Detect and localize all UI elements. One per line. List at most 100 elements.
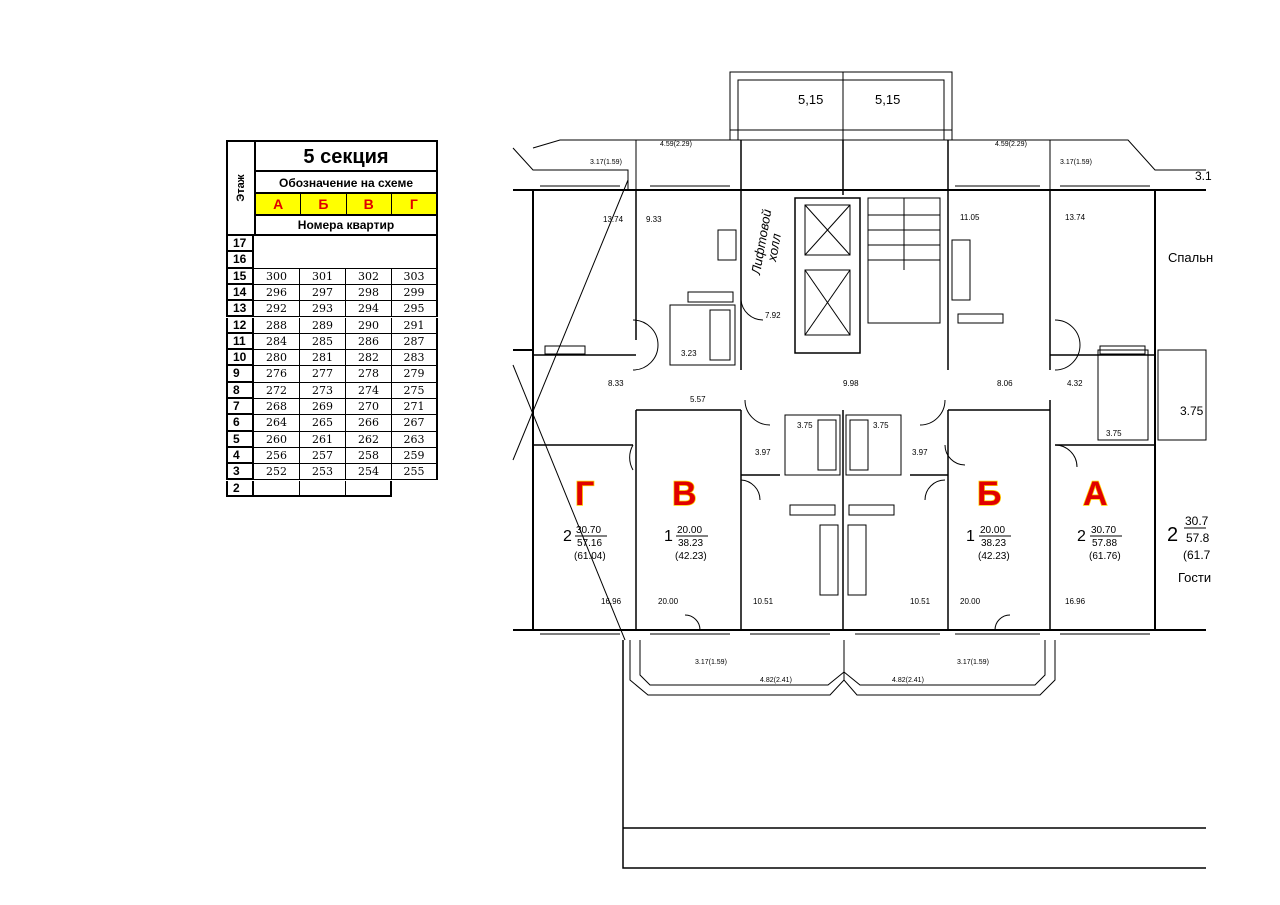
lift-hall-label: холл — [764, 232, 784, 264]
floor-number: 14 — [226, 284, 254, 302]
apt-with-balcony: (61.7 — [1183, 548, 1211, 562]
empty-cell — [254, 252, 438, 269]
bathrooms — [669, 304, 1207, 476]
balcony-area: 5,15 — [875, 92, 900, 107]
apt-living: 30.70 — [576, 525, 601, 536]
corridor-area: 9.98 — [843, 379, 859, 388]
floor-number: 7 — [226, 399, 254, 416]
apt-total: 57.88 — [1092, 538, 1117, 549]
kitchens — [544, 229, 1146, 596]
interior-walls — [533, 140, 1155, 630]
apt-with-balcony: (61.04) — [574, 551, 606, 562]
bath-area: 3.75 — [797, 421, 813, 430]
apt-living: 30.70 — [1091, 525, 1116, 536]
room-area: 13.74 — [1065, 213, 1086, 222]
apartment-number-cell: 256 — [254, 447, 300, 465]
corridor-area: 3.23 — [681, 349, 697, 358]
room-area: 13.74 — [603, 215, 624, 224]
floor-number: 4 — [226, 447, 254, 465]
room-area: 20.00 — [658, 597, 679, 606]
apartment-number-cell: 260 — [254, 431, 300, 448]
apartment-number-cell: 271 — [392, 399, 438, 416]
floor-number: 5 — [226, 431, 254, 448]
apartment-number-cell: 299 — [392, 284, 438, 302]
floor-number: 6 — [226, 415, 254, 432]
apartment-number-cell: 297 — [300, 284, 346, 302]
apartment-letter-v: В — [671, 474, 697, 514]
corridor-area: 3.75 — [1106, 429, 1122, 438]
apartment-letter-g: Г — [574, 474, 595, 514]
apt-with-balcony: (42.23) — [978, 551, 1010, 562]
bottom-balconies — [629, 640, 1056, 696]
apartment-number-cell: 273 — [300, 382, 346, 399]
room-area: 10.51 — [753, 597, 774, 606]
apartment-number-cell: 282 — [346, 350, 392, 367]
apartment-number-cell: 255 — [392, 464, 438, 481]
apartment-number-cell: 267 — [392, 415, 438, 432]
apartment-caption: Номера квартир — [297, 218, 395, 232]
balcony-area: 5,15 — [798, 92, 823, 107]
apartment-letter-a: А — [1082, 474, 1108, 514]
room-area: 10.51 — [910, 597, 931, 606]
apartment-number-cell: 302 — [346, 268, 392, 285]
apartment-number-cell: 291 — [392, 317, 438, 334]
windows — [540, 185, 1150, 635]
table-row: 17 — [226, 236, 438, 253]
apartment-number-cell: 258 — [346, 447, 392, 465]
balcony-area: 3.17(1.59) — [590, 159, 622, 166]
empty-cell — [254, 236, 438, 253]
balcony-area: 4.59(2.29) — [660, 141, 692, 148]
apartment-number-cell: 281 — [300, 350, 346, 367]
apartment-number-cell: 270 — [346, 399, 392, 416]
table-row: 16 — [226, 252, 438, 269]
apartment-number-cell: 289 — [300, 317, 346, 334]
corridor-area: 8.33 — [608, 379, 624, 388]
apartment-number-cell: 274 — [346, 382, 392, 399]
balcony-area: 4.59(2.29) — [995, 141, 1027, 148]
plan-labels: 5,15 5,15 4.59(2.29) 4.59(2.29) 3.17(1.5… — [563, 92, 1213, 684]
corridor-area: 7.92 — [765, 311, 781, 320]
top-balconies — [512, 71, 1206, 190]
floor-number: 8 — [226, 382, 254, 399]
legend-caption: Обозначение на схеме — [256, 172, 436, 194]
apartment-number-cell: 303 — [392, 268, 438, 285]
floor-number: 15 — [226, 268, 254, 285]
apartment-number-cell: 288 — [254, 317, 300, 334]
apt-rooms: 2 — [1077, 528, 1086, 545]
apartment-number-cell: 294 — [346, 301, 392, 318]
apartment-number-cell — [254, 480, 300, 497]
apt-rooms: 2 — [563, 528, 572, 545]
balcony-area: 3.1 — [1195, 169, 1212, 183]
apartment-number-cell: 279 — [392, 366, 438, 383]
apartment-number-cell: 276 — [254, 366, 300, 383]
elevators — [794, 197, 861, 354]
apartment-number-cell: 290 — [346, 317, 392, 334]
diagonal-lines — [512, 179, 629, 641]
apartment-number-cell: 286 — [346, 333, 392, 351]
floor-number: 16 — [226, 252, 254, 269]
room-area: 9.33 — [646, 215, 662, 224]
apartment-number-cell: 259 — [392, 447, 438, 465]
room-area: 20.00 — [960, 597, 981, 606]
floor-number: 11 — [226, 333, 254, 351]
apartment-number-cell: 254 — [346, 464, 392, 481]
apt-with-balcony: (42.23) — [675, 551, 707, 562]
apartment-number-cell: 285 — [300, 333, 346, 351]
apartment-number-cell: 261 — [300, 431, 346, 448]
apartment-number-cell: 287 — [392, 333, 438, 351]
apartment-number-cell: 298 — [346, 284, 392, 302]
corridor-area: 5.57 — [690, 395, 706, 404]
apartment-number-cell: 280 — [254, 350, 300, 367]
table-row: 2 — [226, 480, 392, 497]
apartment-number-cell: 266 — [346, 415, 392, 432]
apt-living: 20.00 — [980, 525, 1005, 536]
room-area: 16.96 — [1065, 597, 1086, 606]
